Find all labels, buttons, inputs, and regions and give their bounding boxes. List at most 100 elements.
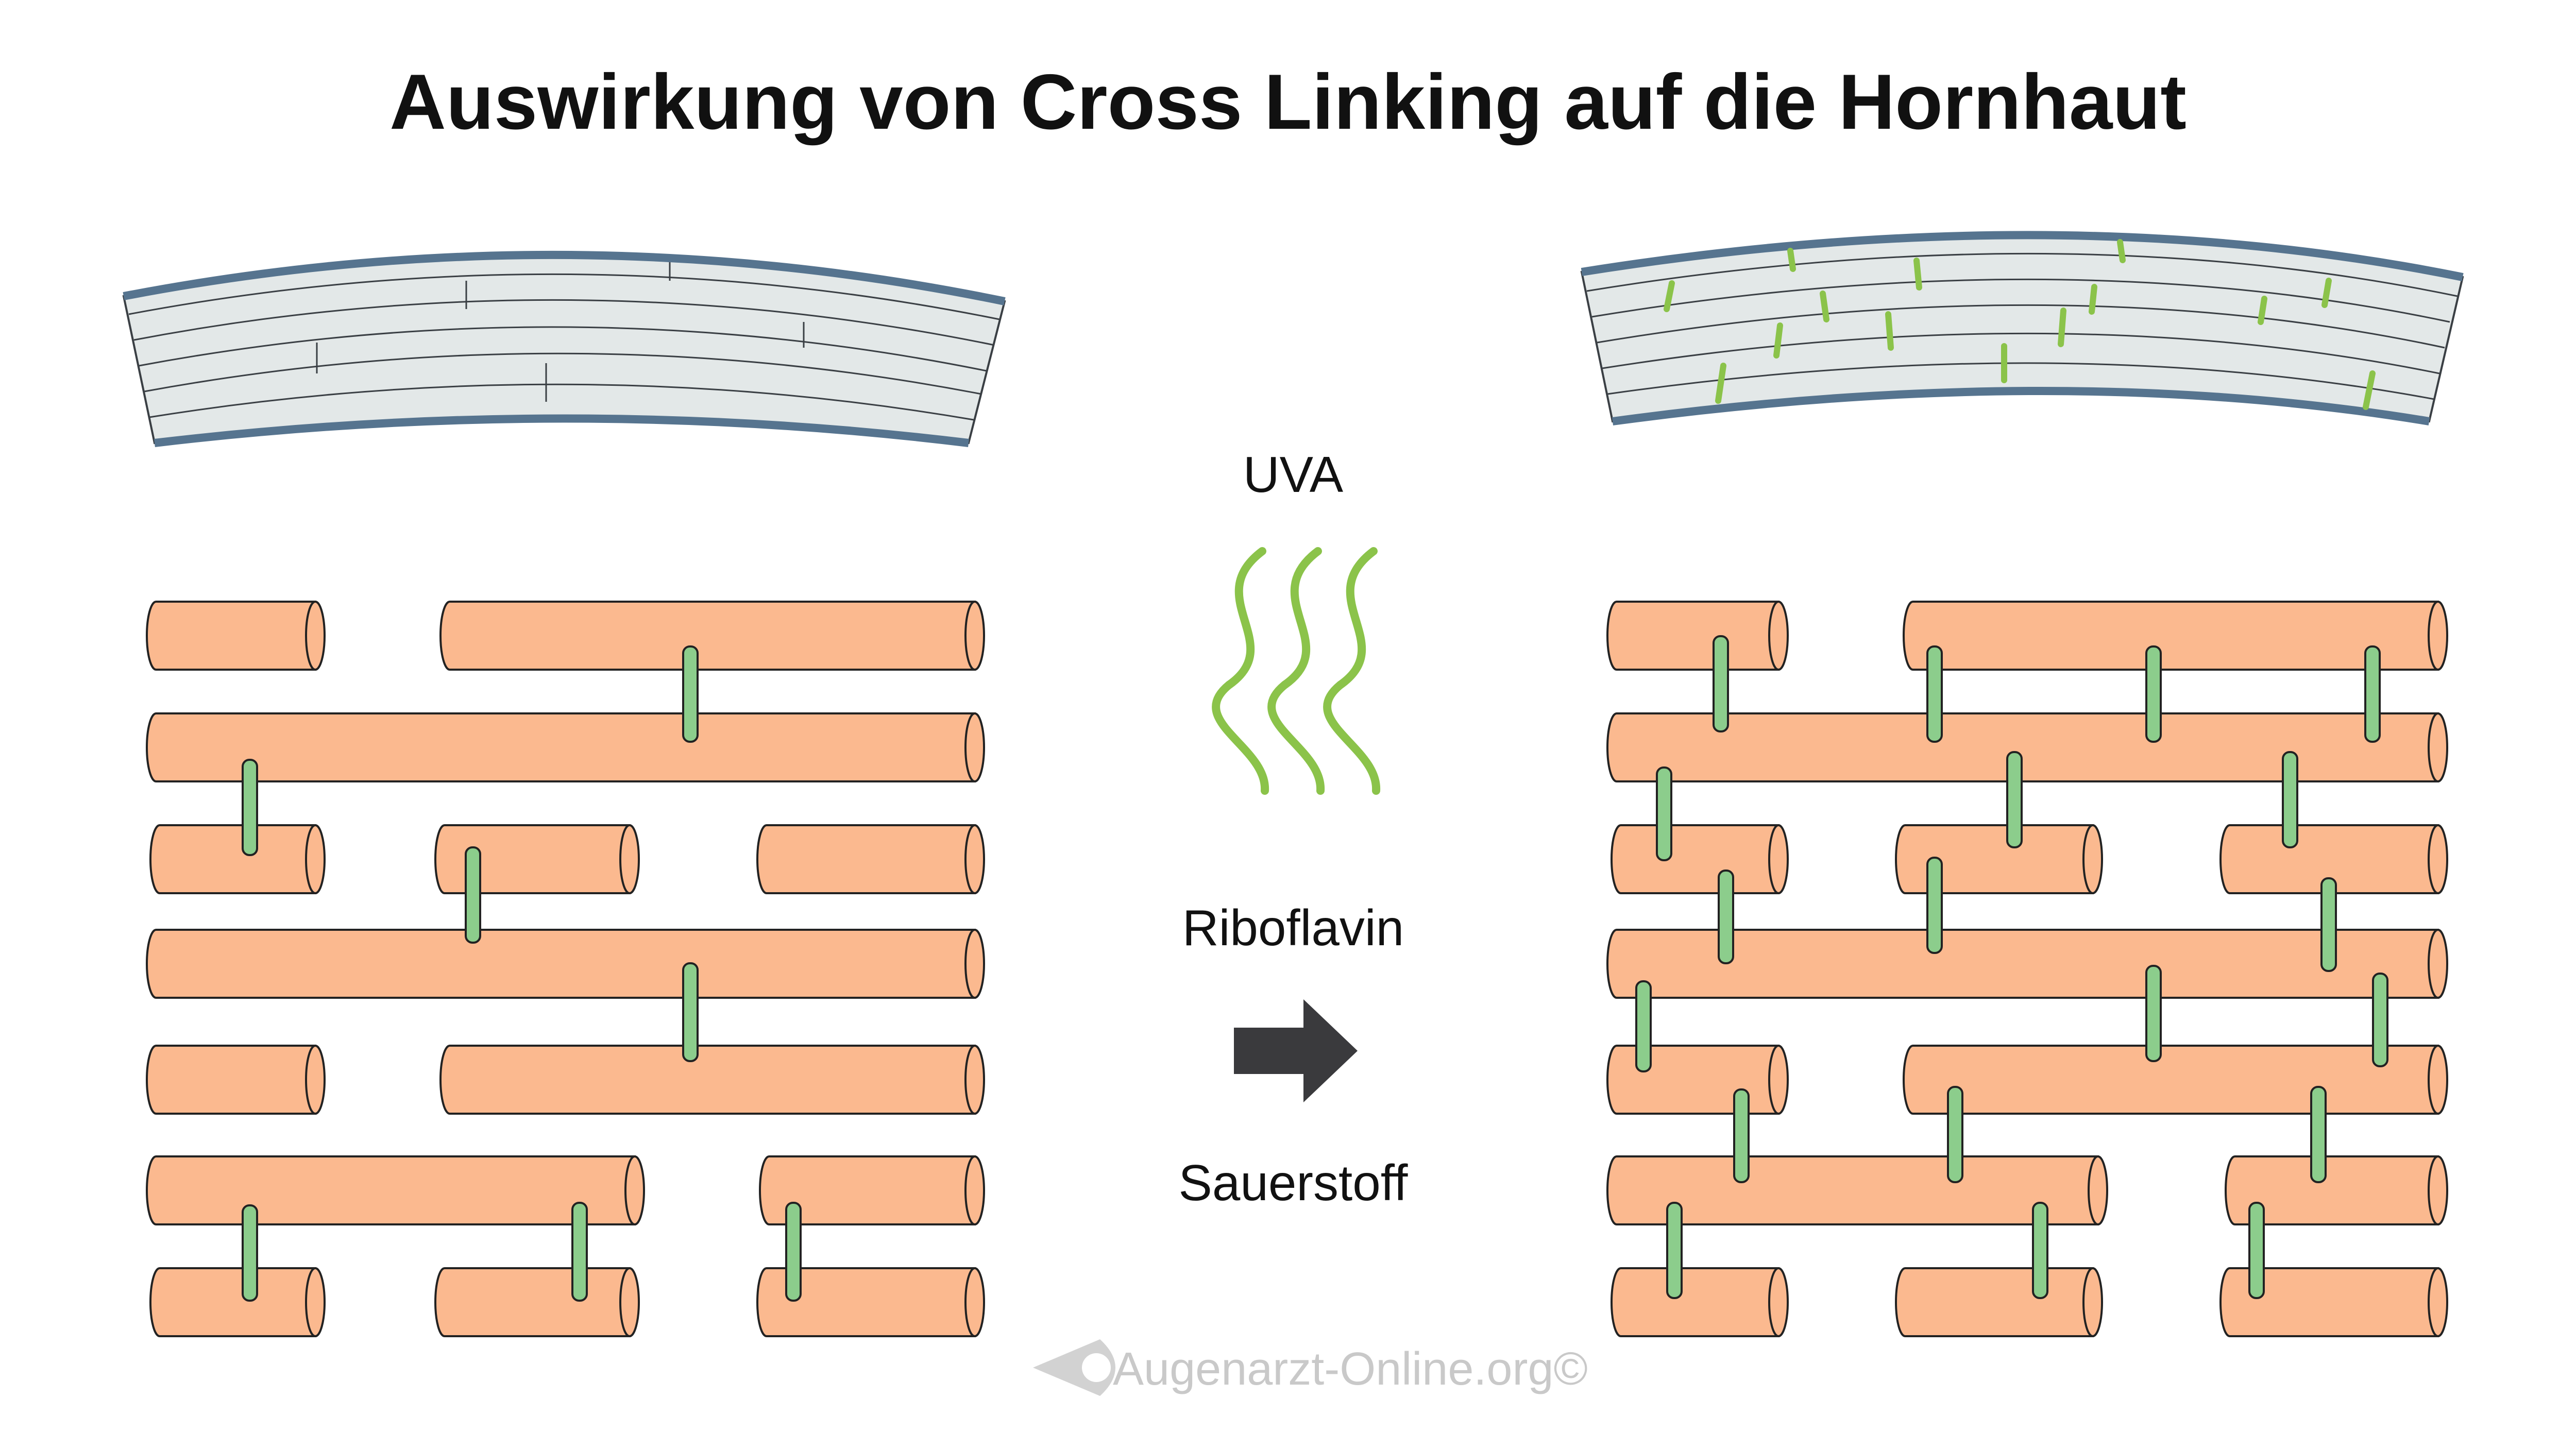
crosslink-bond [1718, 870, 1734, 964]
collagen-fibril-end [964, 929, 985, 999]
collagen-fibril-end [2428, 929, 2448, 999]
collagen-fibril [146, 1045, 316, 1115]
crosslink-bond [1656, 766, 1672, 861]
crosslinks-after [1635, 635, 2388, 1299]
collagen-fibril [146, 601, 316, 671]
collagen-fibril-end [964, 1155, 985, 1225]
collagen-fibril [1611, 1267, 1780, 1337]
collagen-fibril [434, 824, 631, 894]
cornea-after-front-edge [1581, 231, 2464, 281]
collagen-fibril [149, 1267, 316, 1337]
cornea-after [1580, 231, 2464, 425]
crosslink-bond [2310, 1086, 2327, 1183]
collagen-fibril [1606, 601, 1780, 671]
collagen-fibril [146, 712, 976, 782]
collagen-fibril [1606, 1155, 2099, 1225]
collagen-fibril-end [1768, 1267, 1789, 1337]
crosslinks-before [242, 645, 802, 1302]
collagen-fibril-end [964, 824, 985, 894]
collagen-fibril [756, 1267, 976, 1337]
diagram-title: Auswirkung von Cross Linking auf die Hor… [389, 58, 2187, 146]
collagen-fibril-end [1768, 824, 1789, 894]
crosslink-bond [2032, 1202, 2048, 1299]
uva-label: UVA [1243, 446, 1344, 503]
crosslink-bond [1713, 635, 1729, 732]
collagen-fibrils-after [1606, 601, 2448, 1337]
cornea-before-back-edge [154, 414, 969, 447]
watermark: Augenarzt-Online.org© [1033, 1339, 1588, 1396]
crosslink-bond [2320, 877, 2337, 972]
collagen-fibril-end [1768, 601, 1789, 671]
cornea-before-front-edge [123, 250, 1006, 305]
collagen-fibril-end [305, 1267, 326, 1337]
collagen-fibril-end [2428, 1155, 2448, 1225]
collagen-fibril [1606, 712, 2439, 782]
collagen-fibril [2219, 824, 2439, 894]
collagen-fibrils-before [146, 601, 985, 1337]
collagen-fibril [149, 824, 316, 894]
crosslink-bond [242, 759, 258, 856]
uva-wave-icon [1212, 547, 1381, 795]
collagen-fibril [756, 824, 976, 894]
collagen-fibril-end [964, 1045, 985, 1115]
collagen-fibril [1611, 824, 1780, 894]
collagen-fibril-end [2428, 824, 2448, 894]
collagen-fibril-end [964, 1267, 985, 1337]
collagen-fibril-end [1768, 1045, 1789, 1115]
collagen-fibril-end [619, 1267, 640, 1337]
collagen-fibril-end [305, 601, 326, 671]
collagen-fibril-end [2088, 1155, 2108, 1225]
crosslink-bond [682, 962, 699, 1062]
oxygen-label: Sauerstoff [1179, 1154, 1409, 1211]
watermark-text: Augenarzt-Online.org© [1113, 1343, 1588, 1395]
collagen-fibril [1606, 1045, 1780, 1115]
collagen-fibril [1606, 929, 2439, 999]
collagen-fibril [146, 1155, 636, 1225]
crosslink-bond [682, 645, 699, 743]
crosslink-bond [1666, 1202, 1683, 1299]
collagen-fibril [1895, 1267, 2094, 1337]
riboflavin-label: Riboflavin [1182, 899, 1404, 956]
collagen-fibril [2225, 1155, 2439, 1225]
crosslink-bond [2248, 1202, 2265, 1299]
crosslink-bond [242, 1204, 258, 1302]
crosslink-bond [1733, 1088, 1750, 1183]
crosslink-bond [785, 1202, 802, 1302]
crosslink-bond [1926, 645, 1943, 743]
crosslink-bond [2145, 965, 2162, 1062]
crosslink-bond [2282, 751, 2298, 848]
collagen-fibril-end [305, 1045, 326, 1115]
crosslink-bond [1926, 857, 1943, 954]
crosslink-bond [465, 846, 481, 944]
collagen-fibril-end [2082, 1267, 2103, 1337]
collagen-fibril [1895, 824, 2094, 894]
collagen-fibril [439, 601, 976, 671]
cornea-after-back-edge [1612, 387, 2430, 425]
collagen-fibril [2219, 1267, 2439, 1337]
crosslink-bond [2372, 973, 2388, 1067]
collagen-fibril-end [2428, 601, 2448, 671]
crosslink-bond [571, 1202, 588, 1302]
collagen-fibril-end [2082, 824, 2103, 894]
crosslink-bond [2364, 645, 2381, 743]
crosslink-bond [2145, 645, 2162, 743]
collagen-fibril-end [305, 824, 326, 894]
crosslink-bond [2006, 751, 2023, 848]
collagen-fibril-end [2428, 712, 2448, 782]
collagen-fibril [146, 929, 976, 999]
right-arrow-icon [1234, 999, 1358, 1102]
collagen-fibril [1903, 601, 2439, 671]
collagen-fibril [439, 1045, 976, 1115]
collagen-fibril-end [2428, 1045, 2448, 1115]
collagen-fibril [759, 1155, 976, 1225]
cornea-crosslinks [1664, 239, 2376, 410]
collagen-fibril-end [619, 824, 640, 894]
collagen-fibril-end [624, 1155, 645, 1225]
cornea-before [122, 250, 1006, 447]
crosslink-bond [1635, 980, 1652, 1072]
collagen-fibril-end [964, 712, 985, 782]
collagen-fibril [1903, 1045, 2439, 1115]
crosslink-bond [1947, 1086, 1963, 1183]
collagen-fibril-end [2428, 1267, 2448, 1337]
